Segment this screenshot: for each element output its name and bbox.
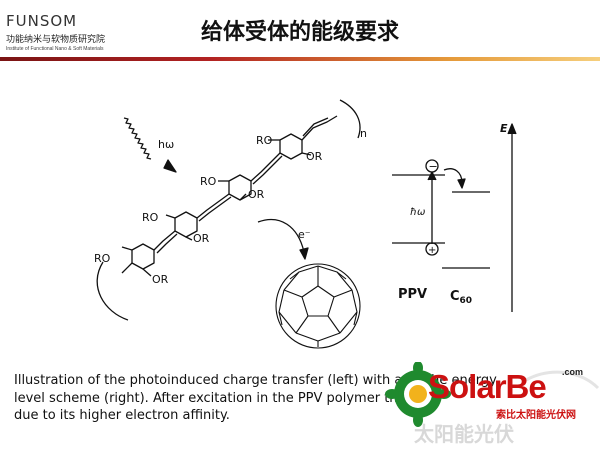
- ring-1: [131, 243, 155, 270]
- slide-title: 给体受体的能级要求: [200, 20, 399, 45]
- c60-label-main: C: [450, 289, 460, 304]
- figure-caption: Illustration of the photoinduced charge …: [14, 372, 574, 425]
- substituent-or-1: OR: [152, 273, 169, 286]
- hole-symbol: +: [428, 245, 436, 256]
- substituent-ro-3: RO: [200, 175, 217, 188]
- substituent-ro-4: RO: [256, 134, 273, 147]
- substituent-ro-2: RO: [142, 211, 159, 224]
- hole-circle: [425, 242, 439, 256]
- light-arrow-head: [163, 159, 177, 173]
- light-label: hω: [158, 138, 174, 151]
- funsom-logo: FUNSOM 功能纳米与软物质研究院 Institute of Function…: [6, 12, 118, 52]
- ppv-label: PPV: [398, 287, 427, 302]
- caption-line-3: due to its higher electron affinity.: [14, 408, 230, 423]
- substituent-or-3: OR: [248, 188, 265, 201]
- excitation-label: ħω: [410, 207, 425, 218]
- c60-label-subscript: 60: [460, 296, 473, 306]
- ring-4: [279, 133, 303, 160]
- substituent-or-2: OR: [193, 232, 210, 245]
- c60-label: C60: [450, 289, 472, 306]
- watermark-brand: SolarBe: [428, 368, 547, 405]
- watermark-ghost-text: 太阳能光伏: [414, 422, 514, 446]
- electron-label: e⁻: [298, 228, 311, 241]
- solarbe-watermark-icon: [385, 362, 600, 427]
- substituent-ro-1: RO: [94, 252, 111, 265]
- watermark-chinese: 索比太阳能光伏网: [496, 410, 576, 421]
- light-wave-arrow: [123, 117, 152, 160]
- electron-symbol: −: [429, 160, 438, 173]
- right-bracket: [339, 99, 361, 139]
- caption-line-1: Illustration of the photoinduced charge …: [14, 373, 497, 388]
- caption-line-2: level scheme (right). After excitation i…: [14, 390, 406, 406]
- left-bracket: [96, 261, 129, 321]
- header-divider: [0, 57, 600, 61]
- substituent-or-4: OR: [306, 150, 323, 163]
- logo-name: FUNSOM: [6, 12, 78, 30]
- logo-english-name: Institute of Functional Nano & Soft Mate…: [6, 46, 104, 52]
- electron-transfer-arrow: [257, 218, 305, 253]
- logo-chinese-name: 功能纳米与软物质研究院: [6, 35, 106, 45]
- electron-circle: [425, 159, 439, 173]
- c60-fullerene-icon: [275, 263, 361, 349]
- watermark-url: .com: [562, 367, 584, 377]
- polymer-subscript: n: [360, 127, 367, 140]
- energy-axis-label: E: [500, 122, 508, 135]
